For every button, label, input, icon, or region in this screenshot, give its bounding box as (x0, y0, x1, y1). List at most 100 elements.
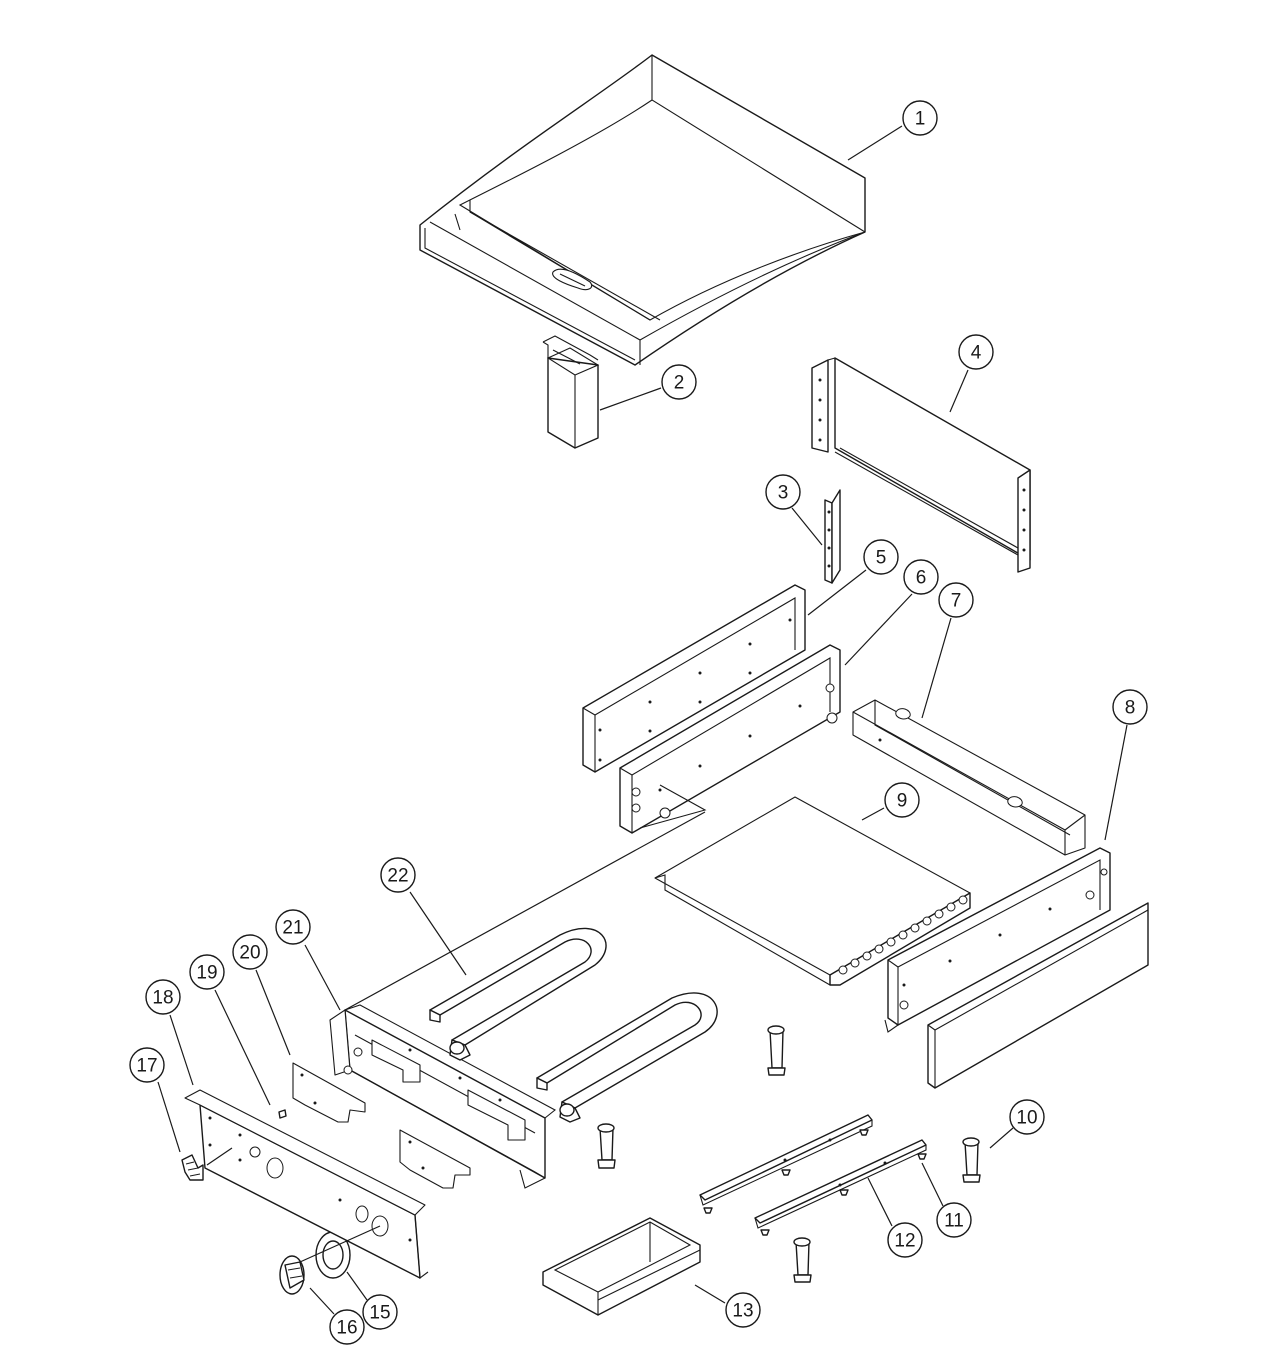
callout-21: 21 (275, 909, 341, 1011)
callout-leader-line (304, 944, 341, 1011)
callout-number: 5 (876, 548, 887, 569)
leg (962, 1137, 981, 1183)
callout-circle (189, 954, 225, 990)
callout-leader-line (807, 569, 867, 616)
callout-20: 20 (232, 934, 291, 1056)
callout-8: 8 (1104, 689, 1148, 841)
callout-number: 10 (1016, 1108, 1037, 1129)
callout-11: 11 (921, 1162, 972, 1238)
part-2-grease-chute (542, 335, 600, 449)
callout-circle (884, 782, 920, 818)
callout-leader-line (309, 1287, 335, 1315)
callout-circle (1009, 1099, 1045, 1135)
callout-circle (275, 909, 311, 945)
callout-circle (1112, 689, 1148, 725)
callout-circle (129, 1047, 165, 1083)
callout-22: 22 (380, 857, 467, 976)
part-5-side-rail (582, 584, 806, 773)
callout-circle (329, 1309, 365, 1345)
part-20-heat-shields (292, 1062, 471, 1189)
callout-circle (902, 100, 938, 136)
callout-number: 20 (239, 943, 260, 964)
part-16-knob (279, 1255, 305, 1295)
callout-circle (362, 1294, 398, 1330)
callout-3: 3 (765, 474, 823, 546)
part-17-valve (181, 1154, 204, 1181)
callout-17: 17 (129, 1047, 181, 1153)
callout-circle (903, 559, 939, 595)
part-11-screws (703, 1129, 927, 1236)
callout-number: 18 (152, 988, 173, 1009)
part-19-screw (278, 1109, 287, 1119)
callout-7: 7 (921, 582, 974, 719)
callout-10: 10 (989, 1099, 1045, 1149)
callout-leader-line (844, 593, 913, 666)
callout-circle (958, 334, 994, 370)
callout-number: 8 (1125, 698, 1136, 719)
leg (793, 1237, 812, 1283)
callout-leader-line (255, 969, 291, 1056)
leg (597, 1123, 616, 1169)
part-22-burners (429, 927, 718, 1123)
part-4-back-panel (811, 357, 1031, 573)
burner (536, 992, 718, 1123)
callout-circle (145, 979, 181, 1015)
callout-leader-line (949, 369, 969, 413)
callout-number: 16 (336, 1318, 357, 1339)
callout-number: 17 (136, 1056, 157, 1077)
callout-number: 9 (897, 791, 908, 812)
callout-circle (725, 1292, 761, 1328)
callout-circle (380, 857, 416, 893)
callout-number: 22 (387, 866, 408, 887)
part-12-leg-rails (699, 1114, 927, 1229)
callout-number: 7 (951, 591, 962, 612)
callout-circle (232, 934, 268, 970)
callout-circle (938, 582, 974, 618)
callout-1: 1 (847, 100, 938, 161)
callout-leader-line (694, 1284, 726, 1304)
part-10-legs (597, 1025, 981, 1283)
callout-leader-line (921, 1162, 944, 1207)
part-13-grease-drawer (542, 1217, 701, 1316)
part-8-outer-panel (927, 902, 1149, 1089)
callout-leader-line (861, 807, 885, 821)
callout-number: 21 (282, 918, 303, 939)
callout-circle (936, 1202, 972, 1238)
callout-number: 6 (916, 568, 927, 589)
assembly-guide-lines (206, 811, 706, 1263)
burner (429, 927, 607, 1061)
callout-18: 18 (145, 979, 194, 1086)
callout-4: 4 (949, 334, 994, 413)
callout-leader-line (409, 891, 467, 976)
callout-9: 9 (861, 782, 920, 821)
callout-leader-line (791, 507, 823, 546)
callout-leader-line (847, 125, 903, 161)
callout-13: 13 (694, 1284, 761, 1328)
callout-leader-line (867, 1177, 893, 1227)
callout-12: 12 (867, 1177, 923, 1258)
callout-leader-line (157, 1081, 181, 1153)
callout-leader-line (921, 617, 952, 719)
callout-number: 3 (778, 483, 789, 504)
callout-number: 13 (732, 1301, 753, 1322)
part-3-bracket (824, 489, 841, 584)
callout-circle (863, 539, 899, 575)
callout-2: 2 (599, 364, 697, 411)
callout-number: 15 (369, 1303, 390, 1324)
part-6-side-rail (619, 644, 841, 834)
callout-number: 1 (915, 109, 926, 130)
callout-leader-line (989, 1127, 1014, 1149)
callout-leader-line (1104, 724, 1128, 841)
callout-circle (887, 1222, 923, 1258)
callout-number: 19 (196, 963, 217, 984)
callout-number: 2 (674, 373, 685, 394)
leg (767, 1025, 786, 1076)
callout-circle (765, 474, 801, 510)
callout-number: 12 (894, 1231, 915, 1252)
callout-leader-line (346, 1271, 368, 1301)
callout-leader-line (169, 1014, 194, 1086)
callout-leader-line (214, 989, 271, 1106)
callout-leader-line (599, 387, 662, 411)
